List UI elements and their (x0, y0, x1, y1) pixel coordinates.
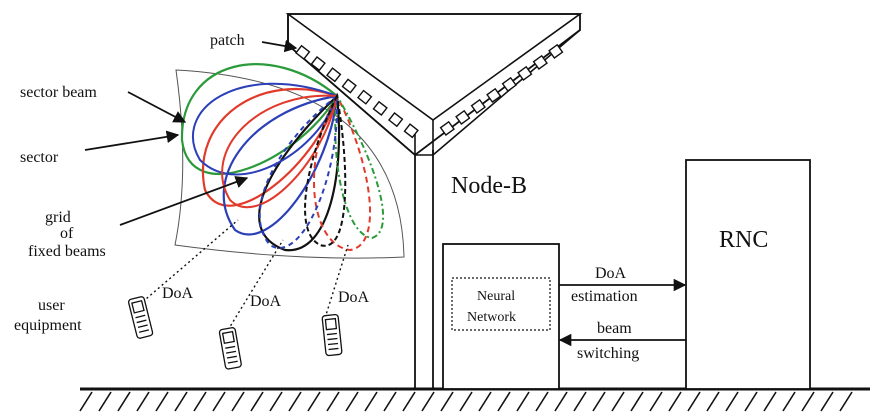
patch-element (325, 67, 342, 83)
ground-hatch (649, 391, 663, 412)
ground-hatch (459, 391, 473, 412)
patch-element (470, 98, 486, 114)
phone-icon (321, 313, 343, 357)
ground-hatch (839, 391, 853, 412)
grid-label-line2: of (60, 225, 74, 242)
doa-estimation-line2: estimation (571, 288, 638, 305)
ground-hatch (573, 391, 587, 412)
ground-hatch (801, 391, 815, 412)
doa-label-1: DoA (162, 285, 194, 302)
patch-element (532, 54, 548, 70)
ground-hatch (136, 391, 150, 412)
ground-hatch (763, 391, 777, 412)
patch-element (403, 123, 419, 139)
ground-hatch (421, 391, 435, 412)
ground-hatch (193, 391, 207, 412)
patch-element (387, 111, 404, 128)
ground-hatch (326, 391, 340, 412)
patch-label: patch (210, 32, 245, 49)
ground-hatch (383, 391, 397, 412)
ground-hatch (687, 391, 701, 412)
rnc-label: RNC (719, 227, 768, 253)
patch-element (486, 87, 502, 103)
ground-hatch (782, 391, 796, 412)
ground-hatch (497, 391, 511, 412)
beam-switching-line2: switching (577, 345, 639, 362)
ground-hatch (288, 391, 302, 412)
node-b-box (442, 243, 560, 390)
node-b-label: Node-B (451, 173, 527, 199)
ground-hatch (345, 391, 359, 412)
doa-lines (138, 219, 349, 331)
patch-element (356, 89, 373, 105)
ground-hatch (174, 391, 188, 412)
patch-element (455, 109, 471, 125)
ground (79, 387, 870, 412)
nn-label-line2: Network (467, 310, 516, 325)
ground-hatch (231, 391, 245, 412)
sector-area (174, 63, 405, 259)
ground-hatch (402, 391, 416, 412)
grid-label-line3: fixed beams (28, 243, 106, 260)
ground-hatch (706, 391, 720, 412)
ground-hatch (611, 391, 625, 412)
doa-label-3: DoA (338, 289, 370, 306)
ground-hatch (117, 391, 131, 412)
doa-estimation-line1: DoA (595, 265, 627, 282)
user-label-line2: equipment (14, 317, 82, 334)
nn-label-line1: Neural (477, 289, 515, 304)
ground-hatch (269, 391, 283, 412)
ground-hatch (155, 391, 169, 412)
ground-hatch (307, 391, 321, 412)
label-arrows (84, 39, 298, 226)
ground-hatch (212, 391, 226, 412)
link-arrows (558, 278, 687, 347)
patch-element (501, 76, 517, 92)
user-equipment-phones (127, 296, 343, 370)
ground-hatch (592, 391, 606, 412)
phone-icon (127, 296, 154, 339)
ground-hatch (364, 391, 378, 412)
ground-hatch (98, 391, 112, 412)
patch-element (548, 43, 564, 59)
phone-icon (218, 327, 242, 370)
ground-hatch (668, 391, 682, 412)
ground-hatch (554, 391, 568, 412)
beam-switching-line1: beam (597, 320, 632, 337)
patch-element (372, 100, 388, 117)
ground-hatch (440, 391, 454, 412)
ground-hatch (478, 391, 492, 412)
patch-element (439, 120, 455, 136)
patch-element (310, 55, 326, 72)
node-b-pole (414, 150, 434, 389)
ground-hatch (744, 391, 758, 412)
grid-label-line1: grid (45, 209, 71, 226)
doa-label-2: DoA (250, 293, 282, 310)
antenna-array (285, 13, 583, 157)
ground-hatch (725, 391, 739, 412)
sector-beam-label: sector beam (20, 84, 97, 101)
ground-hatch (820, 391, 834, 412)
patch-element (517, 65, 533, 81)
rnc-box (685, 159, 811, 390)
ground-hatch (250, 391, 264, 412)
ground-hatch (630, 391, 644, 412)
ground-hatch (535, 391, 549, 412)
ground-hatch (79, 391, 93, 412)
sector-label: sector (20, 149, 59, 166)
user-label-line1: user (38, 297, 65, 314)
patch-element (341, 78, 357, 94)
ground-hatch (516, 391, 530, 412)
patch-element (294, 44, 311, 61)
